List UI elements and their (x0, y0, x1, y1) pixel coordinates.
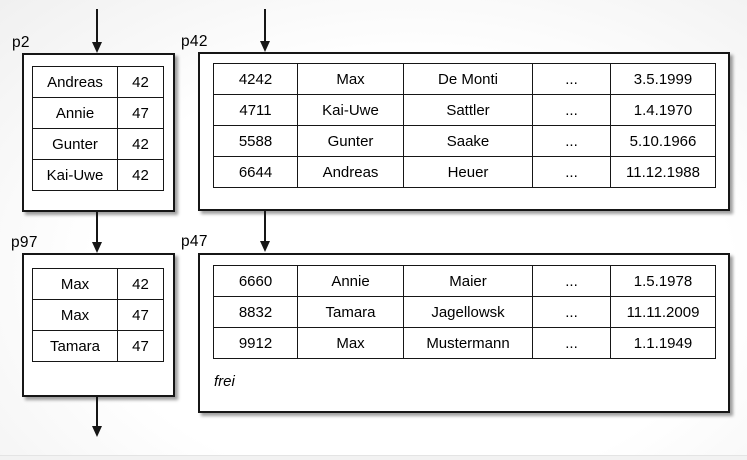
pointer-cell: 47 (117, 97, 164, 129)
ellipsis-cell: ... (532, 94, 611, 126)
key-cell: Max (32, 299, 118, 331)
arrow-head (92, 42, 102, 53)
table-row: 6660 Annie Maier ... 1.5.1978 (213, 265, 716, 297)
id-cell: 4242 (213, 63, 298, 95)
date-cell: 1.5.1978 (610, 265, 716, 297)
lastname-cell: Mustermann (403, 327, 533, 359)
p97-record-table: Max 42 Max 47 Tamara 47 (32, 268, 164, 362)
arrow-out-of-p97-icon (91, 397, 103, 437)
id-cell: 9912 (213, 327, 298, 359)
table-row: Annie 47 (32, 97, 164, 129)
pointer-cell: 47 (117, 330, 164, 362)
date-cell: 3.5.1999 (610, 63, 716, 95)
page-box-p42: 4242 Max De Monti ... 3.5.1999 4711 Kai-… (198, 52, 730, 211)
lastname-cell: De Monti (403, 63, 533, 95)
arrow-p2-to-p97-icon (91, 212, 103, 253)
key-cell: Kai-Uwe (32, 159, 118, 191)
arrow-shaft (264, 211, 266, 241)
arrow-shaft (264, 9, 266, 41)
lastname-cell: Jagellowsk (403, 296, 533, 328)
page-label-p97: p97 (11, 234, 38, 251)
date-cell: 11.11.2009 (610, 296, 716, 328)
table-row: Max 47 (32, 299, 164, 331)
arrow-shaft (96, 9, 98, 42)
lastname-cell: Sattler (403, 94, 533, 126)
free-space-label: frei (214, 373, 235, 390)
table-row: Kai-Uwe 42 (32, 159, 164, 191)
ellipsis-cell: ... (532, 265, 611, 297)
lastname-cell: Heuer (403, 156, 533, 188)
table-row: Gunter 42 (32, 128, 164, 160)
firstname-cell: Max (297, 63, 404, 95)
slide-bottom-edge (0, 455, 747, 460)
arrow-head (92, 426, 102, 437)
p47-record-table: 6660 Annie Maier ... 1.5.1978 8832 Tamar… (213, 265, 716, 359)
key-cell: Max (32, 268, 118, 300)
date-cell: 1.1.1949 (610, 327, 716, 359)
key-cell: Andreas (32, 66, 118, 98)
pointer-cell: 42 (117, 268, 164, 300)
pointer-cell: 47 (117, 299, 164, 331)
pointer-cell: 42 (117, 159, 164, 191)
page-box-p97: Max 42 Max 47 Tamara 47 (22, 253, 175, 397)
page-box-p2: Andreas 42 Annie 47 Gunter 42 Kai-Uwe 42 (22, 53, 175, 212)
arrow-into-p42-icon (259, 9, 271, 52)
table-row: 8832 Tamara Jagellowsk ... 11.11.2009 (213, 296, 716, 328)
lastname-cell: Maier (403, 265, 533, 297)
page-label-p42: p42 (181, 33, 208, 50)
firstname-cell: Kai-Uwe (297, 94, 404, 126)
page-label-p47: p47 (181, 233, 208, 250)
p2-record-table: Andreas 42 Annie 47 Gunter 42 Kai-Uwe 42 (32, 66, 164, 191)
arrow-shaft (96, 397, 98, 426)
table-row: Tamara 47 (32, 330, 164, 362)
firstname-cell: Max (297, 327, 404, 359)
key-cell: Annie (32, 97, 118, 129)
ellipsis-cell: ... (532, 296, 611, 328)
arrow-head (92, 242, 102, 253)
arrow-p42-to-p47-icon (259, 211, 271, 252)
id-cell: 5588 (213, 125, 298, 157)
table-row: 4242 Max De Monti ... 3.5.1999 (213, 63, 716, 95)
key-cell: Tamara (32, 330, 118, 362)
table-row: 5588 Gunter Saake ... 5.10.1966 (213, 125, 716, 157)
date-cell: 5.10.1966 (610, 125, 716, 157)
key-cell: Gunter (32, 128, 118, 160)
table-row: 6644 Andreas Heuer ... 11.12.1988 (213, 156, 716, 188)
ellipsis-cell: ... (532, 63, 611, 95)
page-box-p47: 6660 Annie Maier ... 1.5.1978 8832 Tamar… (198, 253, 730, 413)
firstname-cell: Gunter (297, 125, 404, 157)
firstname-cell: Andreas (297, 156, 404, 188)
ellipsis-cell: ... (532, 156, 611, 188)
id-cell: 6660 (213, 265, 298, 297)
table-row: Max 42 (32, 268, 164, 300)
id-cell: 8832 (213, 296, 298, 328)
id-cell: 4711 (213, 94, 298, 126)
arrow-head (260, 41, 270, 52)
arrow-into-p2-icon (91, 9, 103, 53)
table-row: 9912 Max Mustermann ... 1.1.1949 (213, 327, 716, 359)
ellipsis-cell: ... (532, 125, 611, 157)
ellipsis-cell: ... (532, 327, 611, 359)
date-cell: 11.12.1988 (610, 156, 716, 188)
p42-record-table: 4242 Max De Monti ... 3.5.1999 4711 Kai-… (213, 63, 716, 188)
arrow-shaft (96, 212, 98, 242)
id-cell: 6644 (213, 156, 298, 188)
firstname-cell: Tamara (297, 296, 404, 328)
pointer-cell: 42 (117, 66, 164, 98)
pointer-cell: 42 (117, 128, 164, 160)
table-row: Andreas 42 (32, 66, 164, 98)
lastname-cell: Saake (403, 125, 533, 157)
firstname-cell: Annie (297, 265, 404, 297)
arrow-head (260, 241, 270, 252)
page-label-p2: p2 (12, 34, 30, 51)
table-row: 4711 Kai-Uwe Sattler ... 1.4.1970 (213, 94, 716, 126)
date-cell: 1.4.1970 (610, 94, 716, 126)
